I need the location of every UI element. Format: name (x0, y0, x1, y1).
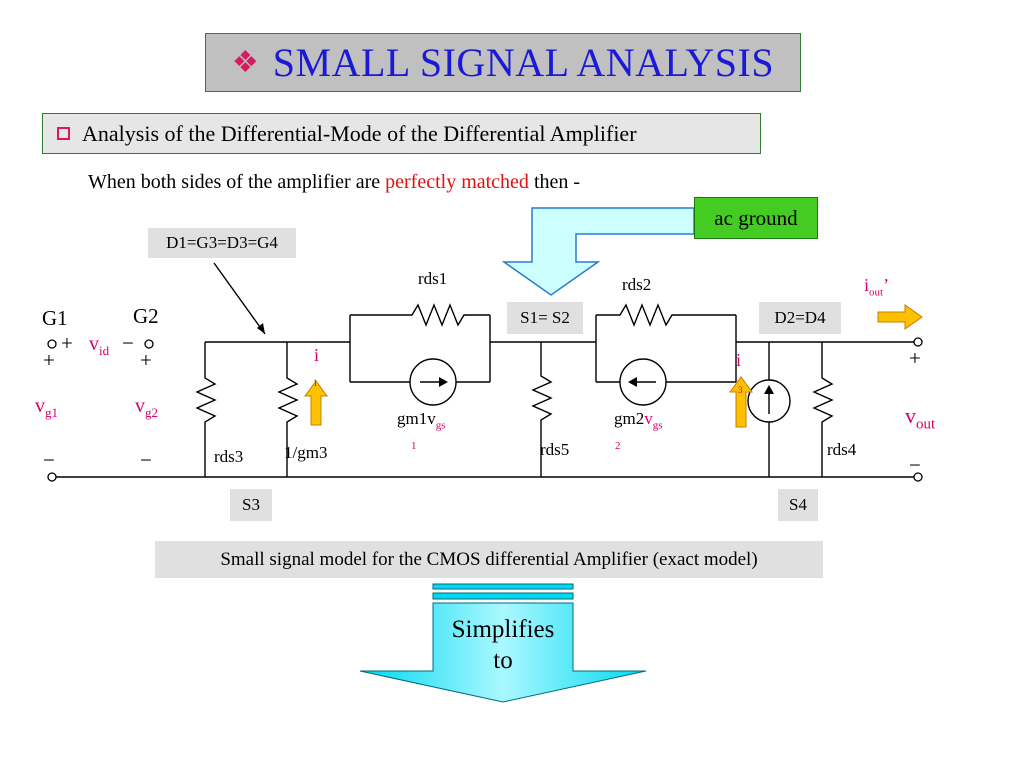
g1-label: G1 (42, 306, 68, 330)
simplifies-bar-mid (432, 592, 574, 600)
current-source-arrow-icon (764, 385, 774, 394)
current-i1-sub: 1 (313, 378, 318, 388)
simplifies-line1: Simplifies (451, 616, 555, 643)
d1-g3-label: D1=G3=D3=G4 (148, 228, 296, 258)
intro-text: When both sides of the amplifier are per… (88, 171, 580, 194)
d1-pointer-head (257, 323, 265, 334)
g2-label: G2 (133, 304, 159, 328)
gm1-index: 1 (411, 440, 417, 452)
rds5-label: rds5 (540, 440, 570, 459)
rds2-label: rds2 (622, 275, 652, 294)
vid-minus-sign: − (122, 331, 134, 355)
iout-prime: ’ (883, 275, 890, 295)
gm2-sub: gs (652, 419, 663, 432)
d1-pointer-line (213, 262, 266, 335)
gm2-v: v (644, 409, 653, 428)
gm1-v: v (427, 409, 436, 428)
gm2-text: gm2 (614, 409, 645, 428)
vout-minus-sign: − (909, 453, 921, 477)
vid-label: vid (89, 333, 109, 359)
vg1-sub: g1 (45, 405, 58, 420)
intro-after: then - (528, 171, 581, 193)
intro-highlight: perfectly matched (385, 171, 529, 193)
vg1-v: v (35, 395, 45, 417)
vout-plus-terminal (913, 337, 923, 347)
vg2-v: v (135, 395, 145, 417)
simplifies-line2: to (493, 647, 513, 674)
vid-v: v (89, 333, 99, 355)
current-i1-arrow (304, 380, 328, 426)
slide-title-text: SMALL SIGNAL ANALYSIS (272, 40, 775, 85)
s3-label: S3 (230, 489, 272, 521)
gm2-index: 2 (615, 440, 621, 452)
vid-sub: id (99, 343, 110, 358)
intro-before: When both sides of the amplifier are (88, 171, 386, 193)
gm2-arrow-icon (628, 377, 637, 387)
vout-minus-terminal (913, 472, 923, 482)
vg1-plus-sign: + (43, 348, 55, 372)
s4-label: S4 (778, 489, 818, 521)
iout-arrow (877, 304, 923, 330)
rds1-label: rds1 (418, 269, 448, 288)
d2-d4-label: D2=D4 (759, 302, 841, 334)
rds4-label: rds4 (827, 440, 857, 459)
ac-ground-label: ac ground (694, 197, 818, 239)
g2-terminal (144, 339, 154, 349)
gm2-label: gm2vgs (614, 409, 663, 431)
vg1-minus-sign: − (43, 448, 55, 472)
gm1-text: gm1 (397, 409, 428, 428)
current-i3-label: i (736, 350, 742, 370)
square-bullet-icon (57, 127, 70, 140)
section-heading: Analysis of the Differential-Mode of the… (42, 113, 761, 154)
simplifies-bar-top (432, 583, 574, 590)
simplifies-text: Simplifies to (433, 614, 573, 676)
section-heading-text: Analysis of the Differential-Mode of the… (82, 120, 637, 146)
current-i1-label: i (314, 345, 320, 365)
gm1-label: gm1vgs (397, 409, 446, 431)
slide-title: ❖ SMALL SIGNAL ANALYSIS (205, 33, 801, 92)
gm3-label: 1/gm3 (284, 443, 328, 462)
current-i3-arrow (729, 376, 753, 428)
vout-plus-sign: + (909, 346, 921, 370)
figure-caption: Small signal model for the CMOS differen… (155, 541, 823, 578)
ac-ground-pointer-arrow (501, 207, 695, 296)
simplifies-arrow (359, 602, 647, 703)
vg2-minus-sign: − (140, 448, 152, 472)
gm1-sub: gs (435, 419, 446, 432)
iout-sub: out (869, 286, 884, 299)
rds3-label: rds3 (214, 447, 244, 466)
vid-plus-sign: + (61, 331, 73, 355)
vg1-label: vg1 (35, 395, 58, 421)
vg2-sub: g2 (145, 405, 158, 420)
current-i3-sub: 3 (738, 385, 743, 395)
ground-terminal (47, 472, 57, 482)
s1-s2-label: S1= S2 (507, 302, 583, 334)
iout-label: iout’ (864, 275, 889, 299)
vg2-plus-sign: + (140, 348, 152, 372)
iout-i: i (864, 275, 870, 295)
vout-label: vout (905, 403, 935, 433)
diamond-bullet-icon: ❖ (231, 46, 259, 79)
gm1-arrow-icon (439, 377, 448, 387)
vg2-label: vg2 (135, 395, 158, 421)
g1-terminal (47, 339, 57, 349)
vout-v: v (905, 403, 916, 428)
vout-sub: out (916, 416, 936, 433)
